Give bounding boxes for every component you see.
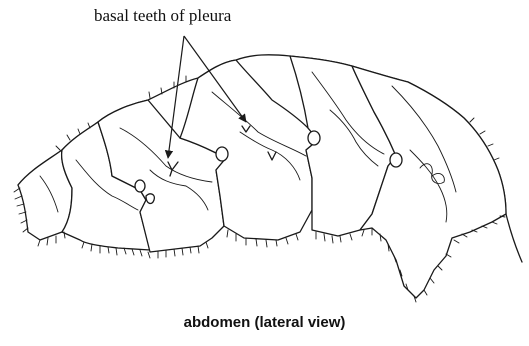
joint-knob-4 [390,153,402,167]
joint-knob-1 [135,180,145,192]
annotation-label: basal teeth of pleura [94,6,231,26]
joint-knob-2 [216,147,228,161]
abdomen-tail-filament [506,214,522,262]
joint-knob-3 [308,131,320,145]
figure-caption: abdomen (lateral view) [0,314,529,331]
